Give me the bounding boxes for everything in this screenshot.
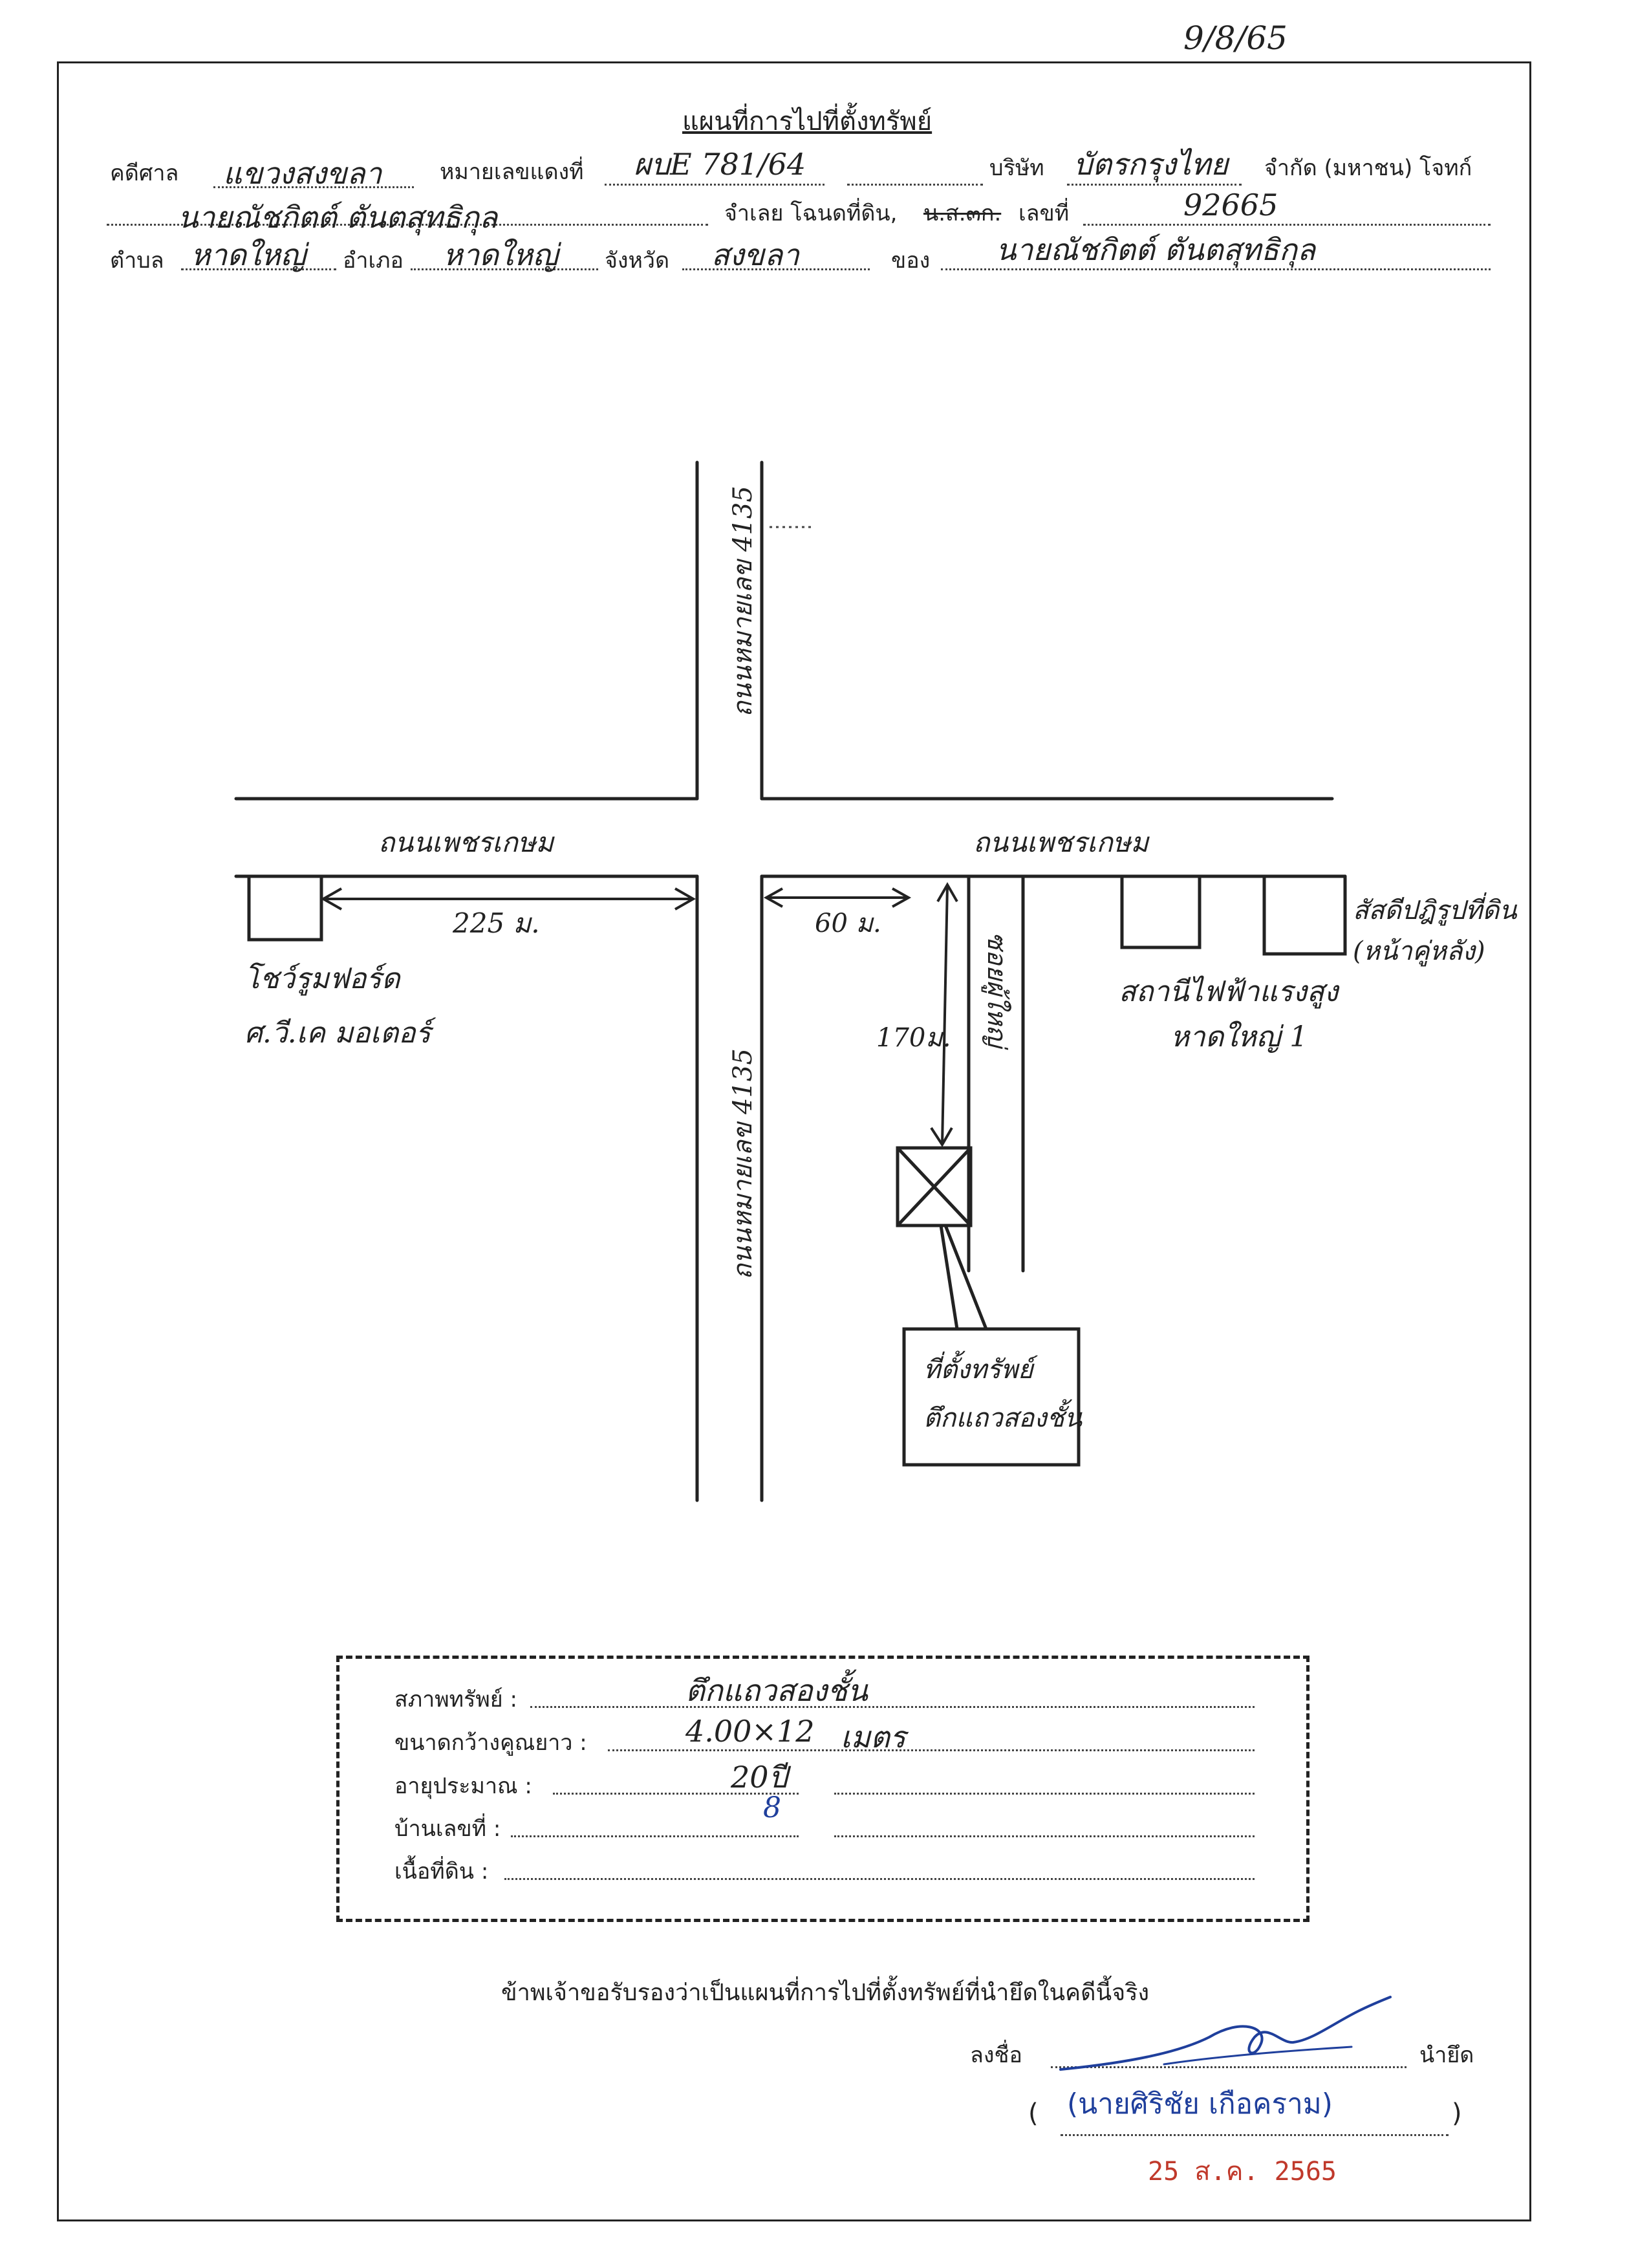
court-label: คดีศาล [110,160,179,186]
page-frame [57,61,1531,2221]
road-label-vertical-bottom: ถนนหมายเลข 4135 [728,1048,758,1280]
deed-label: จำเลย โฉนดที่ดิน, [724,200,898,226]
landmark-left-line2: ศ.วี.เค มอเตอร์ [244,1017,431,1050]
signer-role: นำยึด [1419,2042,1474,2068]
subdistrict-label: ตำบล [110,248,164,274]
soi-label: ซอยผู้ใหญ่ [982,931,1011,1048]
date-stamp: 25 ส.ค. 2565 [1148,2157,1337,2187]
company-label: บริษัท [989,155,1044,181]
red-case-label: หมายเลขแดงที่ [440,159,584,185]
top-date: 9/8/65 [1183,19,1288,57]
red-case-value: ผบE 781/64 [634,147,806,182]
distance-down: 170ม. [876,1023,951,1053]
deed-no-value: 92665 [1183,188,1278,222]
province-label: จังหวัด [605,248,670,274]
landmark-box [1262,874,1347,956]
landmark-right1-line2: หาดใหญ่ 1 [1170,1021,1308,1053]
road-label-left: ถนนเพชรเกษม [378,826,554,858]
condition-label: สภาพทรัพย์ : [394,1687,517,1712]
age-value: 20ปี [731,1760,788,1795]
property-label-box [902,1327,1081,1467]
deed-no-label: เลขที่ [1018,200,1070,226]
size-label: ขนาดกว้างคูณยาว : [394,1730,587,1756]
district-value: หาดใหญ่ [443,237,559,272]
distance-right: 60 ม. [815,909,881,938]
size-value: 4.00×12 [685,1714,815,1749]
house-no-label: บ้านเลขที่ : [394,1816,501,1842]
house-no-value: 8 [763,1791,781,1824]
age-label: อายุประมาณ : [394,1773,532,1799]
signer-name: (นายศิริชัย เกือคราม) [1067,2088,1333,2121]
province-value: สงขลา [711,237,800,272]
landmark-box [1120,874,1202,949]
signature [1059,1996,1392,2071]
subdistrict-value: หาดใหญ่ [191,237,307,272]
defendant-value: นายณัชกิตต์ ตันตสุทธิกุล [178,200,498,235]
court-value: แขวงสงขลา [223,156,382,191]
distance-left: 225 ม. [453,907,540,939]
page-title: แผนที่การไปที่ตั้งทรัพย์ [682,107,932,136]
sign-label: ลงชื่อ [970,2042,1022,2068]
size-unit: เมตร [841,1720,906,1755]
property-label-line1: ที่ตั้งทรัพย์ [923,1355,1033,1385]
close-paren: ) [1452,2099,1462,2128]
landmark-right2-line1: สัสดีปฎิรูปที่ดิน [1353,896,1517,925]
property-marker [896,1146,973,1227]
open-paren: ( [1028,2099,1039,2128]
road-label-right: ถนนเพชรเกษม [973,826,1149,858]
landmark-right2-line2: (หน้าคู่หลัง) [1353,936,1485,966]
owner-value: นายณัชกิตต์ ตันตสุทธิกุล [996,232,1316,267]
condition-value: ตึกแถวสองชั้น [685,1673,868,1708]
land-area-label: เนื้อที่ดิน : [394,1859,489,1885]
owner-label: ของ [891,248,931,274]
landmark-box [247,874,323,942]
details-box [336,1656,1310,1922]
landmark-left-line1: โชว์รูมฟอร์ด [244,962,400,995]
company-suffix: จำกัด (มหาชน) โจทก์ [1264,155,1472,181]
company-value: บัตรกรุงไทย [1073,147,1229,182]
certify-statement: ข้าพเจ้าขอรับรองว่าเป็นแผนที่การไปที่ตั้… [501,1980,1150,2006]
district-label: อำเภอ [343,248,404,274]
deed-strike: น.ส.๓ก. [923,200,1002,226]
landmark-right1-line1: สถานีไฟฟ้าแรงสูง [1119,975,1339,1008]
property-label-line2: ตึกแถวสองชั้น [923,1403,1083,1433]
road-label-vertical-top: ถนนหมายเลข 4135 [728,486,758,717]
